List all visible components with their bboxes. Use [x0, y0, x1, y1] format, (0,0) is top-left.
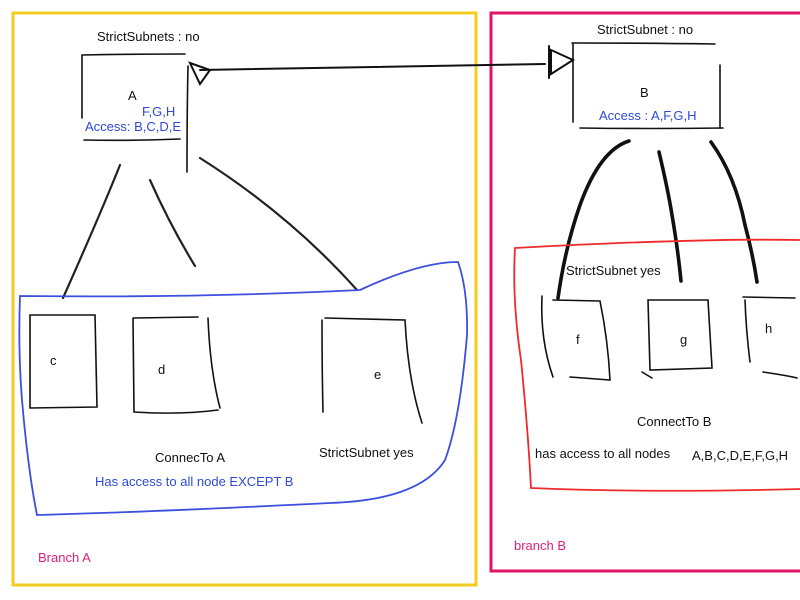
- group-b-access-note: has access to all nodes: [535, 446, 671, 461]
- group-b-connect-label: ConnectTo B: [637, 414, 712, 429]
- node-b-strict-subnet: StrictSubnet : no: [597, 22, 694, 37]
- group-a-connect-label: ConnecTo A: [155, 450, 226, 465]
- node-b-connectors: [556, 139, 759, 300]
- group-b-outline: [513, 238, 800, 492]
- node-a-connectors: [61, 156, 359, 300]
- node-a-name: A: [128, 88, 137, 103]
- child-f-label: f: [576, 332, 580, 347]
- group-a-access-note: Has access to all node EXCEPT B: [95, 474, 294, 489]
- node-b-access: Access : A,F,G,H: [599, 108, 697, 123]
- node-a-strict-subnets: StrictSubnets : no: [97, 29, 200, 44]
- child-d-label: d: [158, 362, 166, 377]
- node-b-name: B: [640, 85, 649, 100]
- branch-a-label: Branch A: [38, 550, 91, 565]
- node-b-box: [571, 42, 724, 130]
- branch-b-frame: [489, 11, 800, 573]
- node-a-access-line2: Access: B,C,D,E: [85, 119, 182, 134]
- child-g-label: g: [680, 332, 688, 347]
- branch-a-frame: [11, 11, 478, 587]
- node-a-access-line1: F,G,H: [142, 104, 176, 119]
- group-b-access-list: A,B,C,D,E,F,G,H: [692, 448, 789, 463]
- group-b-strict-note: StrictSubnet yes: [566, 263, 661, 278]
- child-boxes-b: [540, 295, 798, 381]
- node-a-box: [81, 53, 189, 173]
- child-e-label: e: [374, 367, 382, 382]
- child-e-note: StrictSubnet yes: [319, 445, 414, 460]
- branch-b-label: branch B: [514, 538, 567, 553]
- group-a-outline: [18, 261, 468, 516]
- child-c-label: c: [50, 353, 57, 368]
- child-h-label: h: [765, 321, 773, 336]
- child-boxes-a: [29, 314, 423, 424]
- a-b-link: [188, 45, 576, 86]
